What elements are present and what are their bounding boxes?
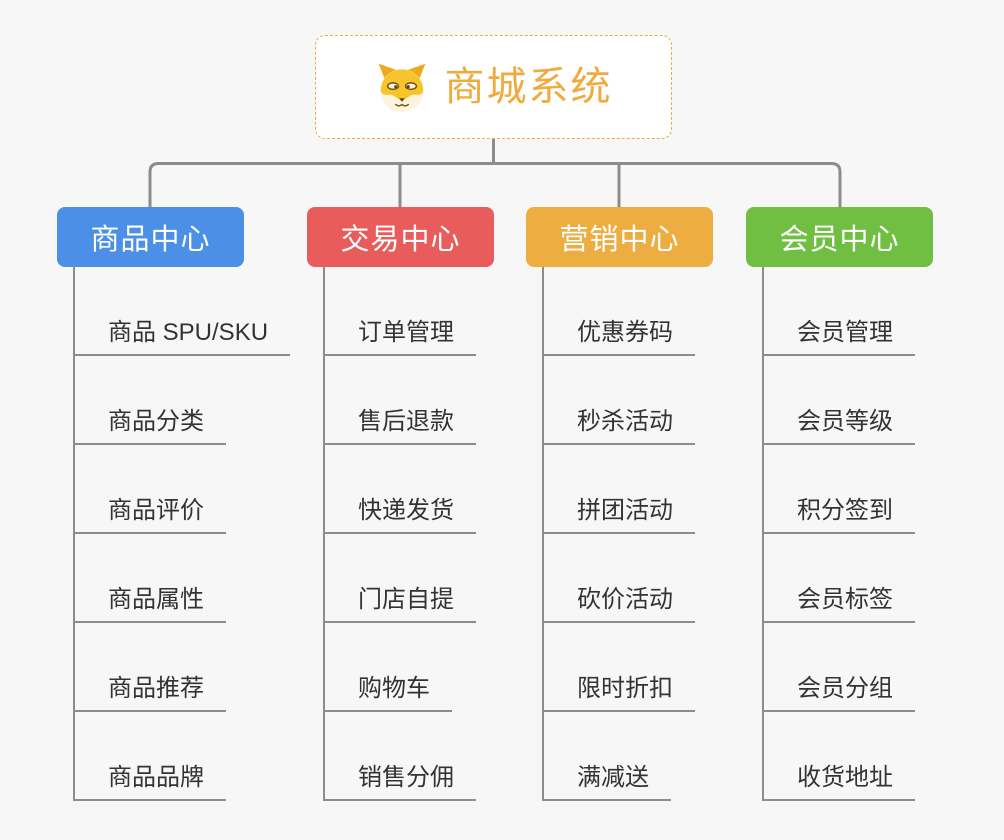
branch-children: 会员管理 会员等级 积分签到 会员标签 会员分组 收货地址 [762, 267, 933, 801]
root-title: 商城系统 [444, 65, 613, 109]
connector-group [148, 139, 842, 208]
branch-rail-line [148, 162, 842, 208]
child-node[interactable]: 满减送 [544, 712, 671, 801]
child-node[interactable]: 商品评价 [75, 445, 226, 534]
root-node[interactable]: 商城系统 [315, 35, 672, 139]
child-node[interactable]: 门店自提 [325, 534, 476, 623]
branch-children: 订单管理 售后退款 快递发货 门店自提 购物车 销售分佣 [323, 267, 494, 801]
branch-product-center: 商品中心 商品 SPU/SKU 商品分类 商品评价 商品属性 商品推荐 商品品牌 [57, 207, 291, 801]
child-node[interactable]: 砍价活动 [544, 534, 695, 623]
child-node[interactable]: 商品品牌 [75, 712, 226, 801]
child-node[interactable]: 快递发货 [325, 445, 476, 534]
child-node[interactable]: 积分签到 [764, 445, 915, 534]
child-node[interactable]: 秒杀活动 [544, 356, 695, 445]
child-node[interactable]: 会员管理 [764, 267, 915, 356]
child-node[interactable]: 会员等级 [764, 356, 915, 445]
doge-icon [378, 63, 425, 113]
child-node[interactable]: 拼团活动 [544, 445, 695, 534]
branch-children: 商品 SPU/SKU 商品分类 商品评价 商品属性 商品推荐 商品品牌 [73, 267, 291, 801]
child-node[interactable]: 销售分佣 [325, 712, 476, 801]
branch-trade-center: 交易中心 订单管理 售后退款 快递发货 门店自提 购物车 销售分佣 [307, 207, 494, 801]
child-node[interactable]: 收货地址 [764, 712, 915, 801]
branch-marketing-center: 营销中心 优惠券码 秒杀活动 拼团活动 砍价活动 限时折扣 满减送 [526, 207, 713, 801]
branch-node-marketing[interactable]: 营销中心 [526, 207, 713, 267]
branch-member-center: 会员中心 会员管理 会员等级 积分签到 会员标签 会员分组 收货地址 [746, 207, 933, 801]
child-node[interactable]: 限时折扣 [544, 623, 695, 712]
child-node[interactable]: 商品分类 [75, 356, 226, 445]
child-node[interactable]: 会员标签 [764, 534, 915, 623]
child-node[interactable]: 商品属性 [75, 534, 226, 623]
branch-node-trade[interactable]: 交易中心 [307, 207, 494, 267]
child-node[interactable]: 优惠券码 [544, 267, 695, 356]
child-node[interactable]: 商品推荐 [75, 623, 226, 712]
branch-children: 优惠券码 秒杀活动 拼团活动 砍价活动 限时折扣 满减送 [542, 267, 713, 801]
child-node[interactable]: 购物车 [325, 623, 452, 712]
child-node[interactable]: 售后退款 [325, 356, 476, 445]
branch-node-product[interactable]: 商品中心 [57, 207, 244, 267]
child-node[interactable]: 商品 SPU/SKU [75, 267, 291, 356]
child-node[interactable]: 订单管理 [325, 267, 476, 356]
child-node[interactable]: 会员分组 [764, 623, 915, 712]
branch-node-member[interactable]: 会员中心 [746, 207, 933, 267]
